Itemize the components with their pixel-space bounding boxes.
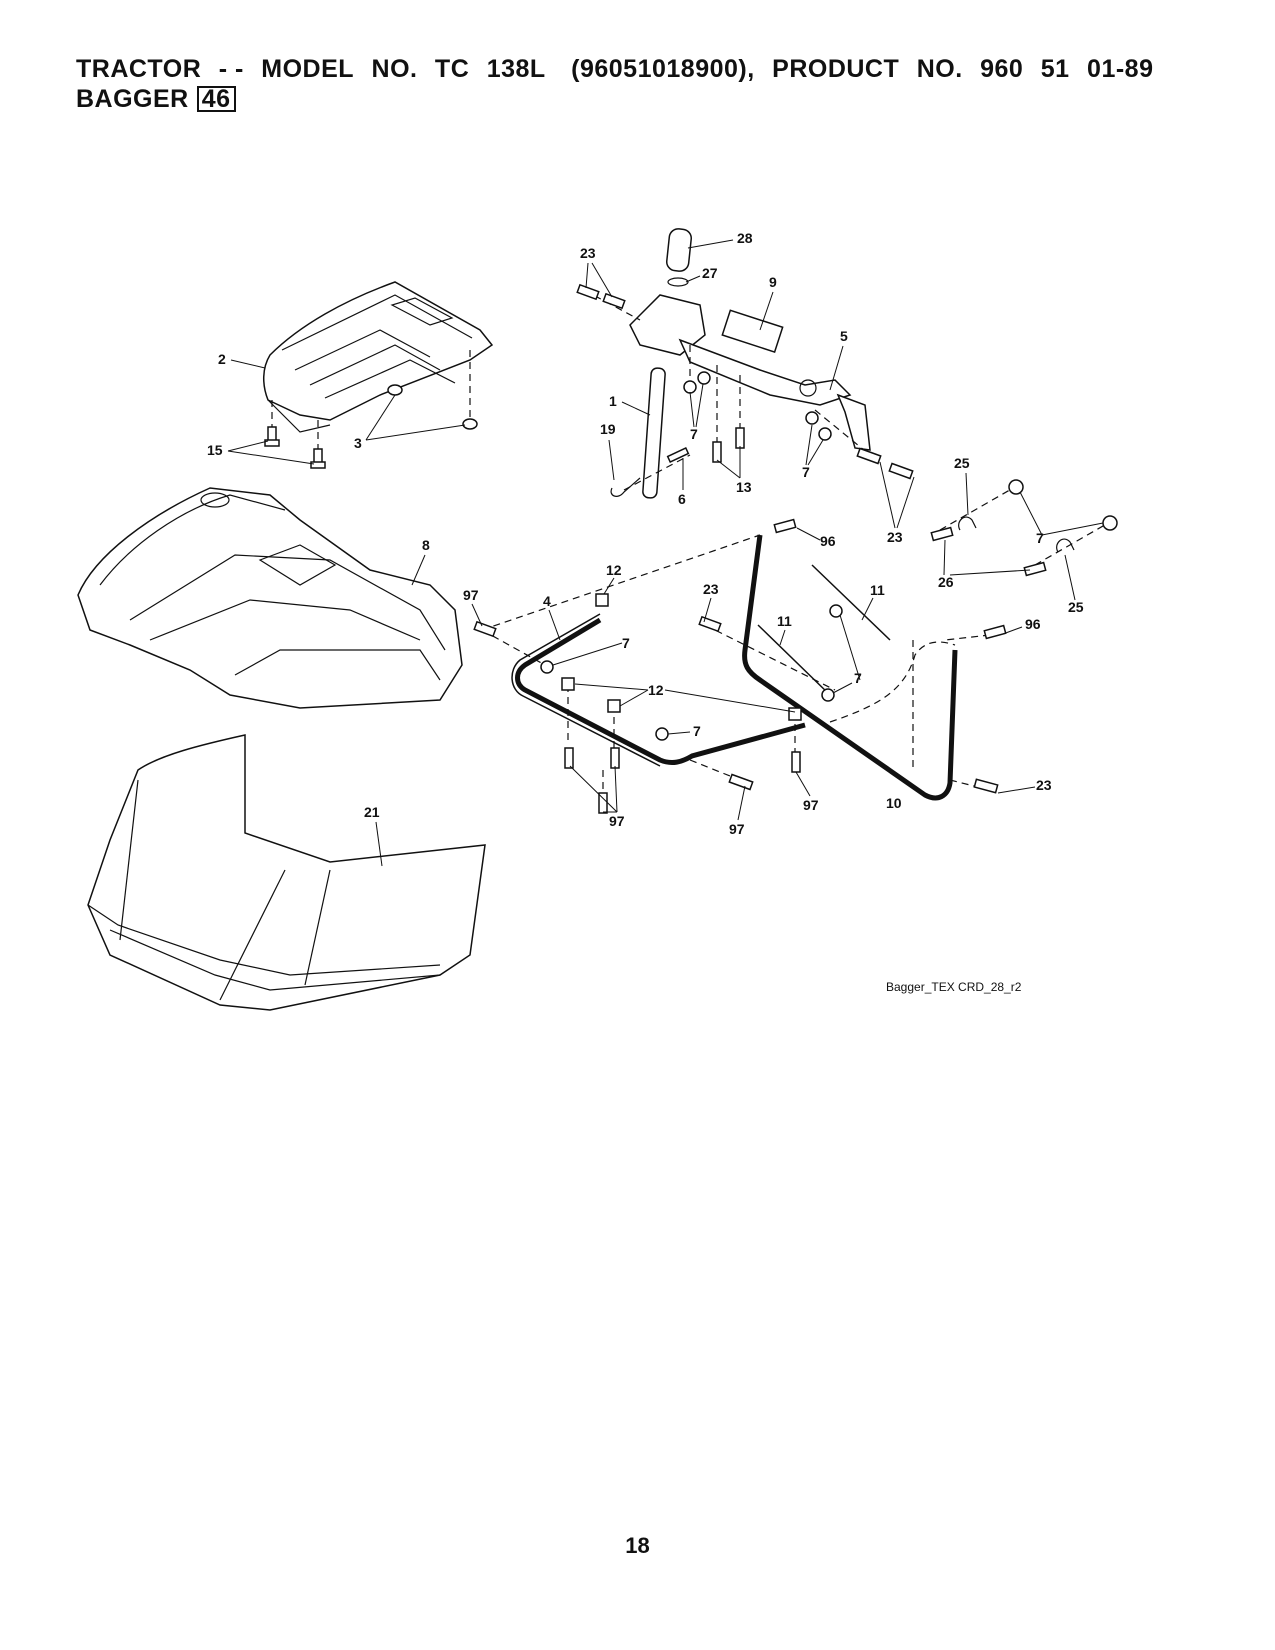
section-number: 46 (196, 86, 236, 112)
header-word: PRODUCT (772, 55, 900, 83)
bagger-frame-part (511, 534, 958, 801)
page-number: 18 (625, 1533, 650, 1558)
header-line-1: TRACTOR - - MODEL NO. TC 138L (960510189… (76, 54, 1196, 84)
callout-9: 9 (769, 274, 777, 290)
callout-7: 7 (622, 635, 630, 651)
hardware-parts (264, 283, 1118, 814)
bagger-top-cover-part (263, 281, 494, 433)
callout-7: 7 (693, 723, 701, 739)
section-label: BAGGER (76, 85, 189, 113)
callout-23: 23 (887, 529, 903, 545)
header-word: - - (218, 55, 244, 83)
callout-2: 2 (218, 351, 226, 367)
callout-25: 25 (954, 455, 970, 471)
bagger-hood-part (77, 487, 463, 709)
callout-1: 1 (609, 393, 617, 409)
callout-10: 10 (886, 795, 902, 811)
callout-7: 7 (854, 670, 862, 686)
callout-97: 97 (463, 587, 479, 603)
header-word: TC (434, 55, 470, 83)
callout-27: 27 (702, 265, 718, 281)
leader-lines (227, 239, 1104, 867)
callout-12: 12 (606, 562, 622, 578)
callout-11: 11 (870, 582, 885, 598)
callout-15: 15 (207, 442, 223, 458)
callout-12: 12 (648, 682, 664, 698)
grass-bag-part (87, 734, 486, 1011)
header-word: NO. (371, 55, 418, 83)
header-word: NO. (916, 55, 963, 83)
callout-23: 23 (1036, 777, 1052, 793)
callout-96: 96 (820, 533, 836, 549)
header-line-2: BAGGER 46 (76, 84, 1196, 114)
callout-4: 4 (543, 593, 551, 609)
drawing-reference: Bagger_TEX CRD_28_r2 (886, 980, 1022, 994)
callout-7: 7 (802, 464, 810, 480)
callout-97: 97 (729, 821, 745, 837)
assembly-lines (271, 289, 1111, 791)
header-word: 51 (1040, 55, 1070, 83)
header-word: TRACTOR (76, 55, 202, 83)
bagger-parts-diagram: 28 23 27 9 5 2 1 19 7 15 3 13 6 7 25 23 … (77, 228, 1118, 1011)
callout-7: 7 (690, 426, 698, 442)
callout-97: 97 (803, 797, 819, 813)
callout-97: 97 (609, 813, 625, 829)
callout-7: 7 (1036, 530, 1044, 546)
header-word: (96051018900), (571, 55, 755, 83)
handle-assembly-part (629, 228, 871, 499)
callout-3: 3 (354, 435, 362, 451)
header-word: MODEL (261, 55, 355, 83)
callout-labels: 28 23 27 9 5 2 1 19 7 15 3 13 6 7 25 23 … (207, 230, 1084, 837)
callout-28: 28 (737, 230, 753, 246)
callout-96: 96 (1025, 616, 1041, 632)
callout-23: 23 (580, 245, 596, 261)
callout-11: 11 (777, 613, 792, 629)
header-word: 138L (486, 55, 546, 83)
callout-23: 23 (703, 581, 719, 597)
callout-25: 25 (1068, 599, 1084, 615)
callout-26: 26 (938, 574, 954, 590)
callout-13: 13 (736, 479, 752, 495)
page-header: TRACTOR - - MODEL NO. TC 138L (960510189… (76, 54, 1196, 114)
header-word: 01-89 (1087, 55, 1154, 83)
callout-21: 21 (364, 804, 380, 820)
callout-19: 19 (600, 421, 616, 437)
callout-8: 8 (422, 537, 430, 553)
header-word: 960 (980, 55, 1024, 83)
callout-6: 6 (678, 491, 686, 507)
callout-5: 5 (840, 328, 848, 344)
